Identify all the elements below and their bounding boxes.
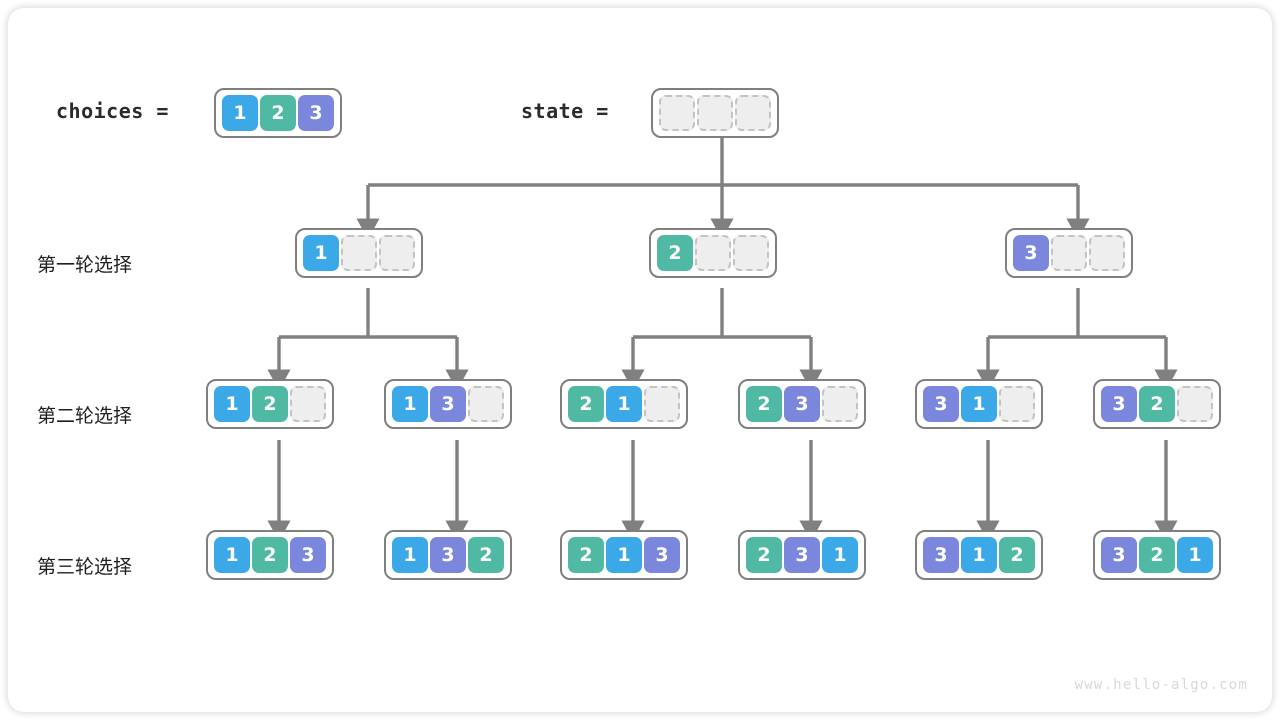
node-l3-4-cell-2: 1 [822, 537, 858, 573]
node-l3-3-cell-0: 2 [568, 537, 604, 573]
node-l3-2-cell-1: 3 [430, 537, 466, 573]
node-l2-4-cell-1: 3 [784, 386, 820, 422]
node-l1-1-empty-cell-1 [341, 235, 377, 271]
node-l1-3-cell-0: 3 [1013, 235, 1049, 271]
node-l2-1-cell-0: 1 [214, 386, 250, 422]
node-l2-5-cell-1: 1 [961, 386, 997, 422]
node-l3-4-cell-1: 3 [784, 537, 820, 573]
node-l3-6-cell-0: 3 [1101, 537, 1137, 573]
node-l3-5-cell-2: 2 [999, 537, 1035, 573]
state-empty-cell-0 [659, 95, 695, 131]
node-l3-6-cell-2: 1 [1177, 537, 1213, 573]
node-l3-2-cell-2: 2 [468, 537, 504, 573]
node-l1-2-cell-0: 2 [657, 235, 693, 271]
node-l2-3-cell-0: 2 [568, 386, 604, 422]
node-l2-1-cell-1: 2 [252, 386, 288, 422]
choices-cell-1: 2 [260, 95, 296, 131]
node-array-level-1-2: 2 [649, 228, 777, 278]
node-l2-6-cell-1: 2 [1139, 386, 1175, 422]
choices-cell-2: 3 [298, 95, 334, 131]
node-l2-2-empty-cell-2 [468, 386, 504, 422]
node-l1-3-empty-cell-2 [1089, 235, 1125, 271]
node-array-level-1-1: 1 [295, 228, 423, 278]
node-l2-4-empty-cell-2 [822, 386, 858, 422]
node-l2-1-empty-cell-2 [290, 386, 326, 422]
state-label: state = [521, 99, 609, 123]
node-l3-1-cell-2: 3 [290, 537, 326, 573]
node-l2-6-empty-cell-2 [1177, 386, 1213, 422]
state-array [651, 88, 779, 138]
node-l2-2-cell-1: 3 [430, 386, 466, 422]
node-l3-3-cell-1: 1 [606, 537, 642, 573]
node-l1-3-empty-cell-1 [1051, 235, 1087, 271]
state-empty-cell-2 [735, 95, 771, 131]
node-l3-4-cell-0: 2 [746, 537, 782, 573]
node-l3-3-cell-2: 3 [644, 537, 680, 573]
watermark: www.hello-algo.com [1074, 677, 1248, 693]
node-l3-5-cell-1: 1 [961, 537, 997, 573]
node-l1-1-cell-0: 1 [303, 235, 339, 271]
node-l2-2-cell-0: 1 [392, 386, 428, 422]
node-l2-3-cell-1: 1 [606, 386, 642, 422]
node-l2-4-cell-0: 2 [746, 386, 782, 422]
node-l2-5-empty-cell-2 [999, 386, 1035, 422]
node-l3-1-cell-1: 2 [252, 537, 288, 573]
choices-cell-0: 1 [222, 95, 258, 131]
node-l3-5-cell-0: 3 [923, 537, 959, 573]
node-l2-5-cell-0: 3 [923, 386, 959, 422]
node-l3-6-cell-1: 2 [1139, 537, 1175, 573]
row-label-level-1: 第一轮选择 [37, 254, 133, 276]
node-l1-1-empty-cell-2 [379, 235, 415, 271]
node-l3-2-cell-0: 1 [392, 537, 428, 573]
node-l3-1-cell-0: 1 [214, 537, 250, 573]
node-l1-2-empty-cell-2 [733, 235, 769, 271]
node-l1-2-empty-cell-1 [695, 235, 731, 271]
row-label-level-3: 第三轮选择 [37, 556, 133, 578]
node-l2-6-cell-0: 3 [1101, 386, 1137, 422]
state-empty-cell-1 [697, 95, 733, 131]
row-label-level-2: 第二轮选择 [37, 405, 133, 427]
node-l2-3-empty-cell-2 [644, 386, 680, 422]
choices-label: choices = [56, 99, 169, 123]
node-array-level-1-3: 3 [1005, 228, 1133, 278]
